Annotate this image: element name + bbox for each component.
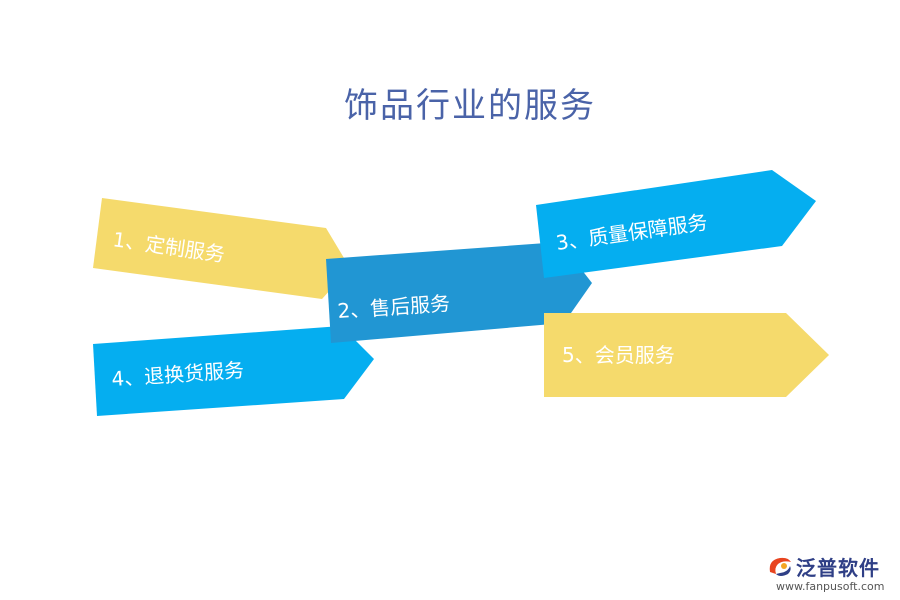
- page-title: 饰品行业的服务: [344, 86, 596, 126]
- arrow-shape-2: [326, 242, 592, 343]
- logo-url: www.fanpusoft.com: [776, 580, 885, 593]
- service-arrow-4: 4、退换货服务: [93, 326, 374, 416]
- service-arrow-2: 2、售后服务: [326, 242, 592, 343]
- arrow-shape-4: [93, 326, 374, 416]
- logo-name: 泛普软件: [796, 556, 880, 580]
- arrow-shape-1: [93, 198, 350, 299]
- logo-mark-icon: [769, 557, 791, 576]
- arrow-shape-3: [536, 170, 816, 278]
- arrow-label-5: 5、会员服务: [562, 343, 675, 367]
- service-arrow-5: 5、会员服务: [544, 313, 829, 397]
- brand-logo: 泛普软件 www.fanpusoft.com: [766, 552, 896, 596]
- service-arrow-1: 1、定制服务: [93, 198, 350, 299]
- arrow-shape-5: [544, 313, 829, 397]
- service-arrow-3: 3、质量保障服务: [536, 170, 816, 278]
